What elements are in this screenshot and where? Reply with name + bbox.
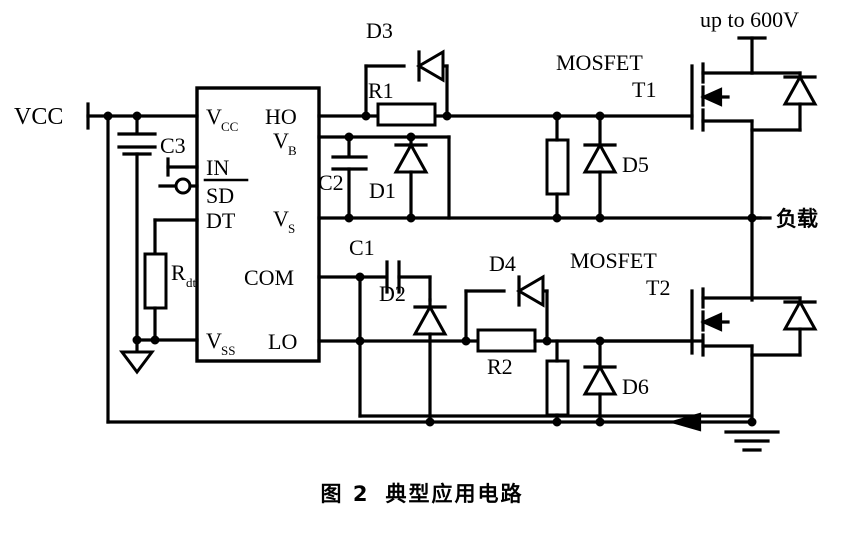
label-c1: C1: [349, 235, 375, 260]
pin-label-sd: SD: [206, 183, 234, 208]
c3-vss-node-dot: [132, 335, 142, 345]
diode-d6-body: [582, 363, 618, 396]
t1-antiparallel-diode-body: [782, 73, 818, 106]
label-rdt-sub: dt: [186, 275, 197, 290]
d1-top-node-dot: [406, 132, 416, 142]
rg-high-bottom-dot: [552, 213, 562, 223]
earth-ground-node-dot: [747, 417, 757, 427]
pin-label-vb: V: [273, 128, 289, 153]
d3-right-node-dot: [442, 111, 452, 121]
label-d1: D1: [369, 178, 396, 203]
diode-d2-body: [412, 303, 448, 336]
label-d4: D4: [489, 251, 516, 276]
resistor-r2: [476, 328, 537, 353]
label-mosfet-t1-type: MOSFET: [556, 50, 643, 75]
label-load: 负载: [776, 207, 818, 231]
ic-body: [195, 86, 321, 363]
label-hv-note: up to 600V: [700, 7, 799, 32]
pin-label-vs-sub: S: [288, 221, 295, 236]
d4-right-node-dot: [542, 336, 552, 346]
figure-caption-title: 典型应用电路: [385, 482, 524, 506]
c2-bottom-node-dot: [344, 213, 354, 223]
resistor-gate-high: [545, 138, 570, 196]
pin-label-vs: V: [273, 206, 289, 231]
sd-inversion-bubble-icon: [174, 177, 192, 195]
c2-top-node-dot: [344, 132, 354, 142]
label-rdt: R: [171, 260, 186, 285]
pin-label-vb-sub: B: [288, 143, 297, 158]
pin-label-ho: HO: [265, 104, 297, 129]
pin-label-com: COM: [244, 265, 294, 290]
diode-d4-body: [516, 274, 545, 308]
resistor-gate-low: [545, 359, 570, 417]
t1-body-arrow-icon: [700, 87, 723, 107]
t2-antiparallel-diode-body: [782, 298, 818, 331]
label-d6: D6: [622, 374, 649, 399]
resistor-rdt: [143, 252, 168, 310]
t2-body-arrow-icon: [700, 312, 723, 332]
label-c2: C2: [318, 170, 344, 195]
figure-caption-number: 图 2: [320, 482, 370, 506]
pin-label-vss: V: [206, 328, 222, 353]
label-r2: R2: [487, 354, 513, 379]
diode-d1-body: [393, 141, 429, 174]
d1-bottom-node-dot: [406, 213, 416, 223]
pin-label-lo: LO: [268, 329, 297, 354]
d5-bottom-dot: [595, 213, 605, 223]
pin-label-vcc: V: [206, 104, 222, 129]
pin-label-vcc-sub: CC: [221, 119, 238, 134]
label-vcc: VCC: [14, 104, 63, 130]
rg-high-top-dot: [552, 111, 562, 121]
label-d2: D2: [379, 281, 406, 306]
com-lo-cross-dot: [355, 336, 365, 346]
diode-d3-body: [416, 49, 445, 83]
pin-label-in: IN: [206, 155, 229, 180]
label-mosfet-t1-name: T1: [632, 77, 656, 102]
label-mosfet-t2-type: MOSFET: [570, 248, 657, 273]
d3-left-node-dot: [361, 111, 371, 121]
figure-caption: 图 2 典型应用电路: [0, 478, 844, 508]
pin-label-dt: DT: [206, 208, 236, 233]
label-d5: D5: [622, 152, 649, 177]
label-r1: R1: [368, 78, 394, 103]
resistor-r1: [376, 102, 437, 127]
label-mosfet-t2-name: T2: [646, 275, 670, 300]
d4-left-node-dot: [461, 336, 471, 346]
label-c3: C3: [160, 133, 186, 158]
diode-d5-body: [582, 141, 618, 174]
ground-return-arrow-icon: [667, 412, 702, 432]
rdt-vss-node-dot: [150, 335, 160, 345]
label-d3: D3: [366, 18, 393, 43]
pin-label-vss-sub: SS: [221, 343, 235, 358]
ground-triangle-icon: [119, 350, 155, 375]
